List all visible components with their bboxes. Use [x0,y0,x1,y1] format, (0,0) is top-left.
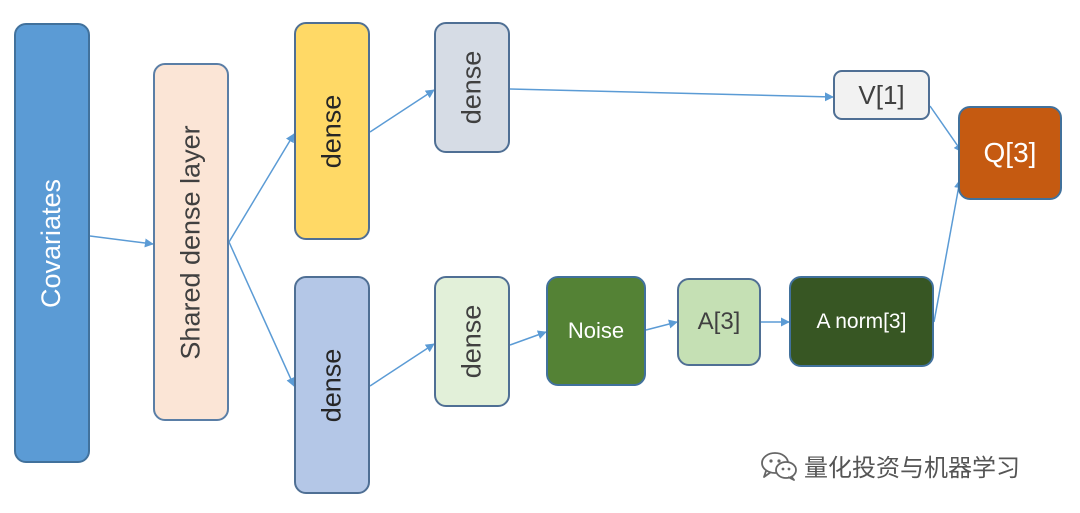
dense-upper-2-label: dense [456,50,487,125]
arrow-noise-to-advantage [645,319,678,331]
arrow-dense-upper-2-to-value [509,88,834,102]
arrow-dense-upper-to-dense-upper-2 [369,89,435,133]
arrow-covariates-to-shared [89,235,154,248]
shared-dense-layer-label: Shared dense layer [175,124,206,360]
arrow-dense-lower-to-dense-lower-2 [369,343,435,387]
covariates-node: Covariates [14,23,90,463]
arrow-value-to-q [929,105,963,153]
covariates-label: Covariates [36,178,67,308]
dense-lower-2-node: dense [434,276,510,407]
arrow-anorm-to-q [933,179,963,323]
dense-upper-1-node: dense [294,22,370,240]
arrow-shared-to-dense-upper [228,133,295,243]
dense-lower-2-label: dense [456,304,487,379]
watermark: 量化投资与机器学习 [760,448,1020,483]
advantage-node: A[3] [677,278,761,366]
shared-dense-layer-node: Shared dense layer [153,63,229,421]
noise-node: Noise [546,276,646,386]
q-output-label: Q[3] [983,137,1037,168]
dense-lower-1-label: dense [316,348,347,422]
wechat-icon [761,451,797,481]
value-node: V[1] [833,70,930,120]
advantage-label: A[3] [697,308,741,335]
watermark-text: 量化投资与机器学习 [804,454,1020,482]
value-label: V[1] [858,79,905,110]
noise-label: Noise [567,318,625,343]
dense-lower-1-node: dense [294,276,370,494]
arrow-shared-to-dense-lower [228,241,295,387]
q-output-node: Q[3] [958,106,1062,200]
dense-upper-2-node: dense [434,22,510,153]
dense-upper-1-label: dense [316,94,347,168]
arrow-dense-lower-2-to-noise [509,330,547,346]
advantage-norm-node: A norm[3] [789,276,934,367]
advantage-norm-label: A norm[3] [816,309,907,333]
